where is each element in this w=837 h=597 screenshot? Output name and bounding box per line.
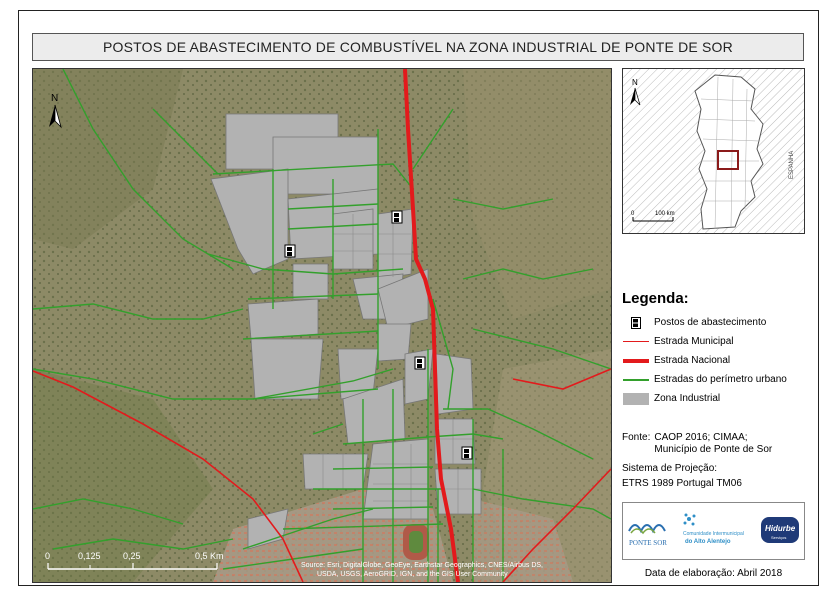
urban-area — [473, 499, 573, 582]
hidurbe-logo: Hidurbe Serviços — [761, 517, 799, 543]
map-title: POSTOS DE ABASTECIMENTO DE COMBUSTÍVEL N… — [32, 33, 804, 61]
legend-title: Legenda: — [622, 290, 689, 307]
legend-label: Estrada Nacional — [654, 355, 731, 366]
legend-item-urban-roads: Estradas do perímetro urbano — [622, 370, 812, 389]
fuel-pump-icon — [622, 316, 650, 330]
legend-item-national-road: Estrada Nacional — [622, 351, 812, 370]
source-line: CAOP 2016; CIMAA; — [654, 432, 748, 443]
terrain-patch — [33, 369, 213, 582]
legend-label: Estradas do perímetro urbano — [654, 374, 787, 385]
legend-label: Zona Industrial — [654, 393, 721, 404]
svg-text:N: N — [632, 78, 638, 87]
terrain-patch — [463, 69, 611, 319]
projection-label: Sistema de Projeção: — [622, 463, 718, 474]
data-source: Fonte: CAOP 2016; CIMAA; Município de Po… — [622, 432, 772, 456]
svg-text:N: N — [51, 93, 58, 104]
svg-text:PONTE SOR: PONTE SOR — [629, 539, 667, 547]
map-attribution: USDA, USGS, AeroGRID, IGN, and the GIS U… — [317, 571, 508, 578]
legend: Legenda: Postos de abastecimento Estrada… — [622, 290, 812, 408]
map-frame — [18, 10, 819, 586]
thick-line-symbol — [622, 354, 650, 368]
legend-label: Estrada Municipal — [654, 336, 734, 347]
fill-symbol — [622, 392, 650, 406]
svg-text:do Alto Alentejo: do Alto Alentejo — [685, 539, 731, 545]
inset-north-arrow-icon: N — [630, 78, 641, 106]
inset-scale-bar: 0 100 km — [631, 211, 675, 222]
municipality-lines — [698, 76, 760, 230]
source-line: Município de Ponte de Sor — [654, 444, 773, 455]
projection-info: Sistema de Projeção: ETRS 1989 Portugal … — [622, 463, 742, 490]
legend-label: Postos de abastecimento — [654, 317, 767, 328]
thin-line-symbol — [622, 335, 650, 349]
legend-item-industrial-zone: Zona Industrial — [622, 389, 812, 408]
national-road — [403, 69, 460, 582]
scale-label: 0,5 Km — [195, 551, 224, 561]
country-label: ESPANHA — [789, 151, 795, 179]
urban-roads — [33, 69, 611, 582]
svg-text:Hidurbe: Hidurbe — [765, 524, 796, 533]
projection-value: ETRS 1989 Portugal TM06 — [622, 478, 742, 489]
municipal-roads — [33, 368, 611, 582]
study-area-frame — [717, 150, 739, 170]
scale-label: 0,125 — [78, 551, 101, 561]
svg-text:100 km: 100 km — [655, 211, 675, 217]
ponte-sor-logo: PONTE SOR — [628, 524, 667, 547]
map-attribution: Source: Esri, DigitalGlobe, GeoEye, Eart… — [301, 562, 543, 569]
map-title-text: POSTOS DE ABASTECIMENTO DE COMBUSTÍVEL N… — [103, 39, 733, 55]
svg-text:0: 0 — [631, 211, 635, 217]
elaboration-date: Data de elaboração: Abril 2018 — [644, 568, 783, 579]
legend-item-fuel-station: Postos de abastecimento — [622, 313, 812, 332]
fuel-station-marker — [284, 244, 296, 258]
scale-label: 0,25 — [123, 551, 141, 561]
source-label: Fonte: — [622, 432, 651, 443]
legend-item-municipal-road: Estrada Municipal — [622, 332, 812, 351]
svg-text:Serviços: Serviços — [771, 535, 786, 540]
fuel-station-markers — [284, 210, 473, 460]
scale-bar: 0 0,125 0,25 0,5 Km — [45, 551, 224, 570]
svg-text:Comunidade Intermunicipal: Comunidade Intermunicipal — [683, 531, 744, 537]
line-symbol — [622, 373, 650, 387]
inset-map[interactable]: N ESPANHA 0 100 km — [622, 68, 805, 234]
fuel-station-marker — [391, 210, 403, 224]
fuel-station-marker — [461, 446, 473, 460]
cimaa-logo: Comunidade Intermunicipal do Alto Alente… — [683, 513, 744, 545]
scale-label: 0 — [45, 551, 50, 561]
fuel-station-marker — [414, 356, 426, 370]
north-arrow-icon: N — [49, 93, 62, 129]
main-map[interactable]: N 0 0,125 0,25 0,5 Km Source: Esri, Digi… — [32, 68, 612, 583]
terrain-patch — [33, 69, 183, 249]
logos-panel: PONTE SOR Comunidade Intermunicipal do A… — [622, 502, 805, 560]
